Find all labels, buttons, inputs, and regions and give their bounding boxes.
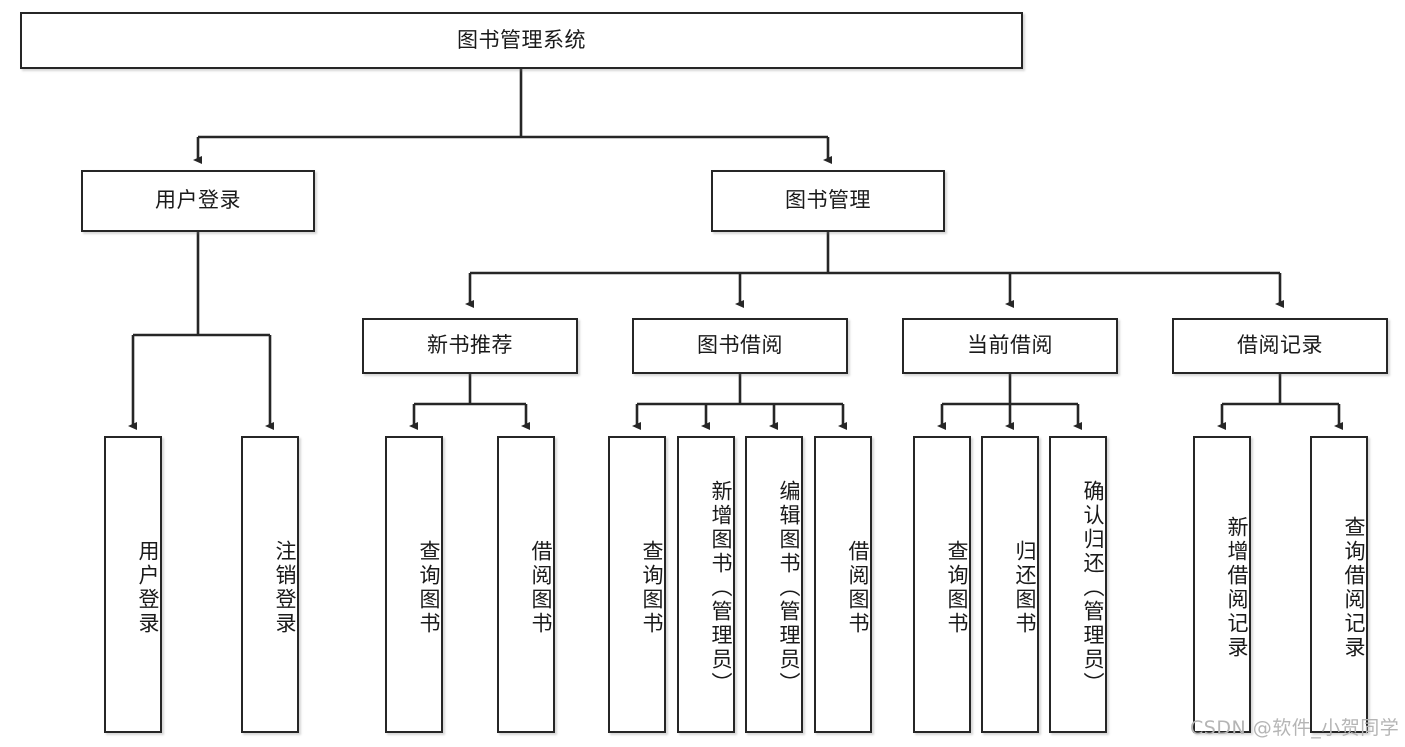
leaf-borrow-add-book-label: 新增图书（管理员） xyxy=(709,479,733,696)
csdn-watermark: CSDN @软件_小贺同学 xyxy=(1190,717,1400,739)
leaf-newbook-query-book[interactable]: 查询图书 xyxy=(385,436,443,733)
leaf-borrow-edit-book-label: 编辑图书（管理员） xyxy=(777,479,801,696)
leaf-record-query-label: 查询借阅记录 xyxy=(1342,515,1366,660)
node-borrow-record-label: 借阅记录 xyxy=(1237,333,1323,358)
leaf-current-return-book[interactable]: 归还图书 xyxy=(981,436,1039,733)
leaf-current-confirm-return[interactable]: 确认归还（管理员） xyxy=(1049,436,1107,733)
leaf-logout[interactable]: 注销登录 xyxy=(241,436,299,733)
leaf-user-login-label: 用户登录 xyxy=(136,539,160,636)
node-book-management[interactable]: 图书管理 xyxy=(711,170,945,232)
node-book-borrow[interactable]: 图书借阅 xyxy=(632,318,848,374)
node-new-book-recommend[interactable]: 新书推荐 xyxy=(362,318,578,374)
node-current-borrow-label: 当前借阅 xyxy=(967,333,1053,358)
leaf-borrow-borrow-book[interactable]: 借阅图书 xyxy=(814,436,872,733)
leaf-current-confirm-return-label: 确认归还（管理员） xyxy=(1081,479,1105,696)
node-user-login-label: 用户登录 xyxy=(155,188,241,213)
node-book-borrow-label: 图书借阅 xyxy=(697,333,783,358)
leaf-logout-label: 注销登录 xyxy=(273,539,297,636)
node-user-login[interactable]: 用户登录 xyxy=(81,170,315,232)
leaf-record-add-label: 新增借阅记录 xyxy=(1225,515,1249,660)
leaf-user-login[interactable]: 用户登录 xyxy=(104,436,162,733)
node-root-label: 图书管理系统 xyxy=(457,27,586,52)
leaf-current-query-book[interactable]: 查询图书 xyxy=(913,436,971,733)
leaf-newbook-query-book-label: 查询图书 xyxy=(417,539,441,636)
node-root[interactable]: 图书管理系统 xyxy=(20,12,1023,69)
leaf-newbook-borrow-book-label: 借阅图书 xyxy=(529,539,553,636)
leaf-current-return-book-label: 归还图书 xyxy=(1013,539,1037,636)
leaf-borrow-query-book-label: 查询图书 xyxy=(640,539,664,636)
leaf-borrow-query-book[interactable]: 查询图书 xyxy=(608,436,666,733)
leaf-newbook-borrow-book[interactable]: 借阅图书 xyxy=(497,436,555,733)
leaf-borrow-add-book[interactable]: 新增图书（管理员） xyxy=(677,436,735,733)
leaf-record-query[interactable]: 查询借阅记录 xyxy=(1310,436,1368,733)
node-borrow-record[interactable]: 借阅记录 xyxy=(1172,318,1388,374)
leaf-borrow-borrow-book-label: 借阅图书 xyxy=(846,539,870,636)
node-book-management-label: 图书管理 xyxy=(785,188,871,213)
leaf-borrow-edit-book[interactable]: 编辑图书（管理员） xyxy=(745,436,803,733)
leaf-record-add[interactable]: 新增借阅记录 xyxy=(1193,436,1251,733)
node-new-book-recommend-label: 新书推荐 xyxy=(427,333,513,358)
node-current-borrow[interactable]: 当前借阅 xyxy=(902,318,1118,374)
leaf-current-query-book-label: 查询图书 xyxy=(945,539,969,636)
